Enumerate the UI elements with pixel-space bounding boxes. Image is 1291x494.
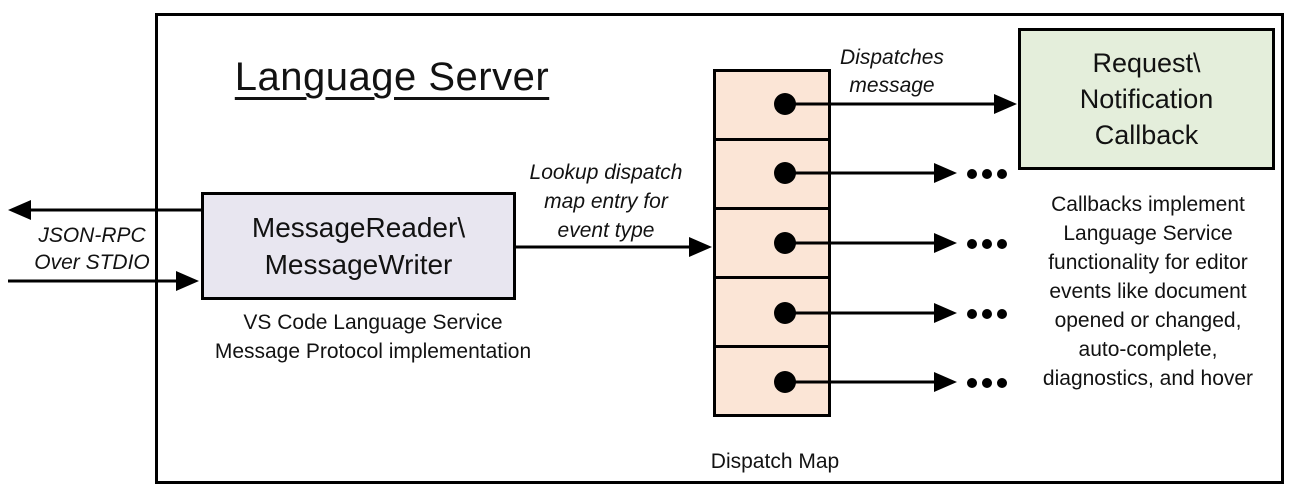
message-reader-writer-box: MessageReader\ MessageWriter bbox=[201, 192, 516, 300]
dispatch-map-cell bbox=[716, 345, 828, 414]
dispatch-map-caption: Dispatch Map (event_type, callback) bbox=[653, 424, 897, 494]
dispatch-map-cell bbox=[716, 138, 828, 207]
dispatch-map bbox=[713, 69, 831, 417]
json-rpc-stdio-label: JSON-RPC Over STDIO bbox=[34, 224, 150, 274]
dispatch-map-cell bbox=[716, 72, 828, 138]
diagram-title: Language Server bbox=[234, 55, 550, 99]
language-server-container-box bbox=[155, 13, 1284, 484]
request-notification-callback-box: Request\ Notification Callback bbox=[1018, 28, 1275, 170]
reader-box-caption: VS Code Language Service Message Protoco… bbox=[214, 311, 532, 363]
dispatch-map-cell bbox=[716, 207, 828, 276]
message-reader-writer-label: MessageReader\ MessageWriter bbox=[251, 212, 466, 280]
dispatch-map-cell bbox=[716, 276, 828, 345]
request-notification-callback-label: Request\ Notification Callback bbox=[1079, 48, 1214, 150]
lookup-dispatch-label: Lookup dispatch map entry for event type bbox=[529, 161, 683, 242]
callbacks-description: Callbacks implement Language Service fun… bbox=[1042, 193, 1254, 390]
dispatches-message-label: Dispatches message bbox=[840, 46, 944, 97]
dispatch-map-label: Dispatch Map bbox=[710, 450, 840, 473]
